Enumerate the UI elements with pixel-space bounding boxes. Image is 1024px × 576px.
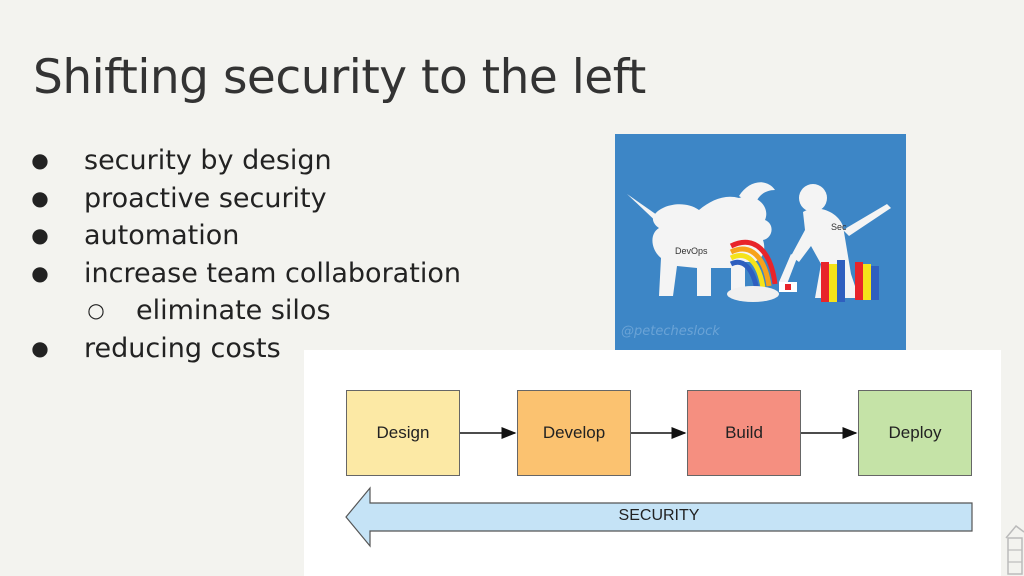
bullet-item: ● automation [28, 217, 461, 255]
bullet-text: reducing costs [84, 332, 281, 364]
bullet-dot-icon: ● [31, 335, 49, 360]
bullet-dot-icon: ● [31, 260, 49, 285]
illustration-credit: @petecheslock [621, 324, 720, 339]
bullet-item: ● security by design [28, 142, 461, 180]
unicorn-cleanup-picture: DevOps Sec [627, 182, 891, 302]
bullet-text: automation [84, 220, 240, 252]
bullet-text: eliminate silos [136, 295, 331, 327]
devops-label: DevOps [675, 246, 708, 256]
rainbow-cloud-icon [727, 286, 779, 302]
security-arrow-label: SECURITY [618, 507, 700, 524]
bullet-text: security by design [84, 145, 332, 176]
step-develop: Develop [517, 390, 631, 476]
pipeline-diagram: Design Develop Build Deploy SECURITY [304, 350, 1001, 576]
bullet-dot-icon: ● [31, 223, 49, 248]
bullet-item: ● reducing costs [28, 330, 461, 368]
bullet-text: increase team collaboration [84, 257, 461, 289]
devops-sec-illustration: DevOps Sec @petecheslock [615, 134, 906, 350]
sec-label: Sec [831, 222, 847, 232]
rainbow-stream-icon [729, 239, 778, 291]
slide-title: Shifting security to the left [33, 50, 646, 105]
bullet-text: proactive security [84, 182, 327, 214]
sub-bullet-item: ○ eliminate silos [28, 292, 461, 330]
bullet-dot-icon: ● [31, 185, 49, 210]
sub-bullet-circle-icon: ○ [87, 298, 105, 323]
bullet-dot-icon: ● [31, 148, 49, 172]
step-design: Design [346, 390, 460, 476]
step-build: Build [687, 390, 801, 476]
security-left-arrow-icon [345, 486, 973, 548]
pipeline-arrows [345, 427, 973, 548]
step-deploy: Deploy [858, 390, 972, 476]
bullet-item: ● proactive security [28, 180, 461, 218]
mess-splatter-icon [779, 260, 879, 302]
unicorn-icon [627, 182, 775, 296]
building-logo-icon [1005, 524, 1024, 575]
bullet-list: ●security by design ●proactive security … [28, 142, 461, 368]
bullet-item: ● increase team collaboration [28, 255, 461, 293]
